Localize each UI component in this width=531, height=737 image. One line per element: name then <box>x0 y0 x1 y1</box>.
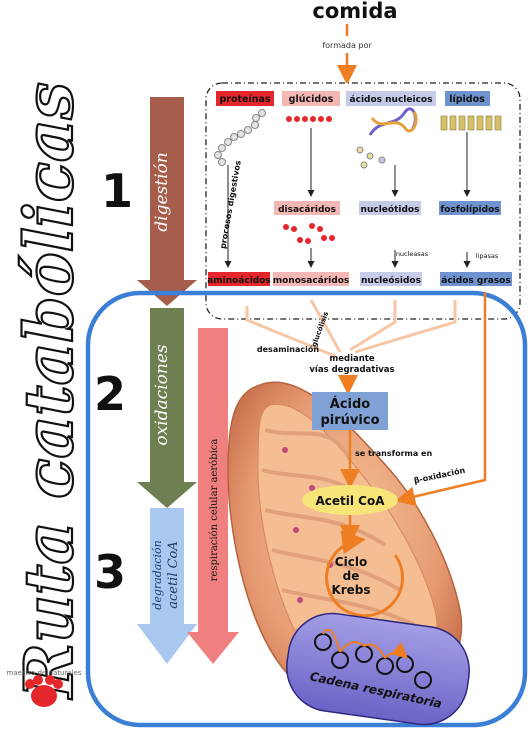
logo-text: maestro de naturales <box>7 669 82 677</box>
digestion-label: digestión <box>152 152 172 231</box>
acetyl-coa-ellipse <box>302 485 398 515</box>
krebs-cycle: Ciclo de Krebs <box>325 530 405 618</box>
amino-acids-box <box>208 272 270 286</box>
pyruvic-acid-box <box>312 392 388 430</box>
nucleosides-label: nucleósidos <box>361 275 421 286</box>
acetyl-degradation-arrow: degradación acetil CoA <box>137 508 197 664</box>
krebs-line3: Krebs <box>331 583 370 597</box>
pyruvic-acid-line2: pirúvico <box>321 413 380 428</box>
pyruvic-acid-line1: Ácido <box>330 396 371 412</box>
carbs-box <box>282 91 340 106</box>
degradative-pathways-line1: mediante <box>329 354 374 364</box>
nucleosides-box <box>360 272 422 286</box>
stage-3-number: 3 <box>94 545 126 599</box>
digestion-arrow: digestión <box>137 97 197 306</box>
formed-by-label: formada por <box>322 41 372 50</box>
fatty-acids-label: ácidos grasos <box>441 276 510 286</box>
fatty-acids-box <box>440 272 512 286</box>
deamination-label: desaminación <box>257 344 319 354</box>
monosaccharides-label: monosacáridos <box>273 276 350 286</box>
disaccharide-molecules <box>283 223 335 244</box>
carbs-label: glúcidos <box>289 94 334 105</box>
proteins-box <box>216 91 274 106</box>
nucleic-acids-label: ácidos nucleicos <box>350 95 433 105</box>
respiratory-chain: Cadena respiratoria <box>286 612 470 726</box>
proteins-label: proteínas <box>219 94 270 105</box>
respiration-arrow: respiración celular aeróbica <box>187 328 239 664</box>
amino-acids-label: aminoácidos <box>207 276 271 286</box>
degradative-pathways-line2: vías degradativas <box>309 365 394 375</box>
stage-1-number: 1 <box>101 164 133 218</box>
vertical-title: Ruta catabólicas <box>10 82 88 700</box>
protein-chain-illustration <box>214 109 266 166</box>
respiration-label: respiración celular aeróbica <box>209 439 220 582</box>
flow-mono-glycolysis <box>309 299 342 353</box>
stage-2-number: 2 <box>94 367 126 421</box>
acetyl-coa-label: Acetil CoA <box>315 494 385 508</box>
acetyl-degradation-label-1: degradación <box>151 540 164 609</box>
phospholipids-box <box>439 201 501 215</box>
flow-fatty-acids <box>354 300 457 354</box>
nucleotides-box <box>359 201 421 215</box>
stage-frame <box>85 290 528 728</box>
monosaccharides-box <box>273 272 349 286</box>
flow-beta-oxidation <box>395 292 487 507</box>
lipids-label: lípidos <box>449 94 485 105</box>
nucleotides-label: nucleótidos <box>361 204 420 215</box>
dna-illustration <box>356 107 418 169</box>
food-title: comida <box>312 0 397 23</box>
krebs-line2: de <box>343 569 360 583</box>
flow-amino-deamination <box>245 306 336 358</box>
beta-oxidation-label: β-oxidación <box>413 465 466 486</box>
flow-nucleosides <box>349 300 397 352</box>
oxidation-label: oxidaciones <box>152 344 172 445</box>
disaccharides-label: disacáridos <box>278 205 336 215</box>
lipases-label: lipasas <box>476 252 499 260</box>
phospholipid-illustration <box>440 115 502 131</box>
transforms-into-label: se transforma en <box>355 449 432 458</box>
oxidation-arrow: oxidaciones <box>137 308 197 508</box>
krebs-line1: Ciclo <box>335 555 367 569</box>
lipids-box <box>445 91 490 106</box>
phospholipids-label: fosfolípidos <box>440 205 499 215</box>
disaccharides-box <box>274 201 340 215</box>
acetyl-degradation-label-2: acetil CoA <box>166 541 181 609</box>
polysaccharide-illustration <box>286 116 332 122</box>
paw-logo: maestro de naturales <box>7 669 82 707</box>
nucleases-label: nucleasas <box>396 250 429 258</box>
nucleic-acids-box <box>346 91 436 106</box>
